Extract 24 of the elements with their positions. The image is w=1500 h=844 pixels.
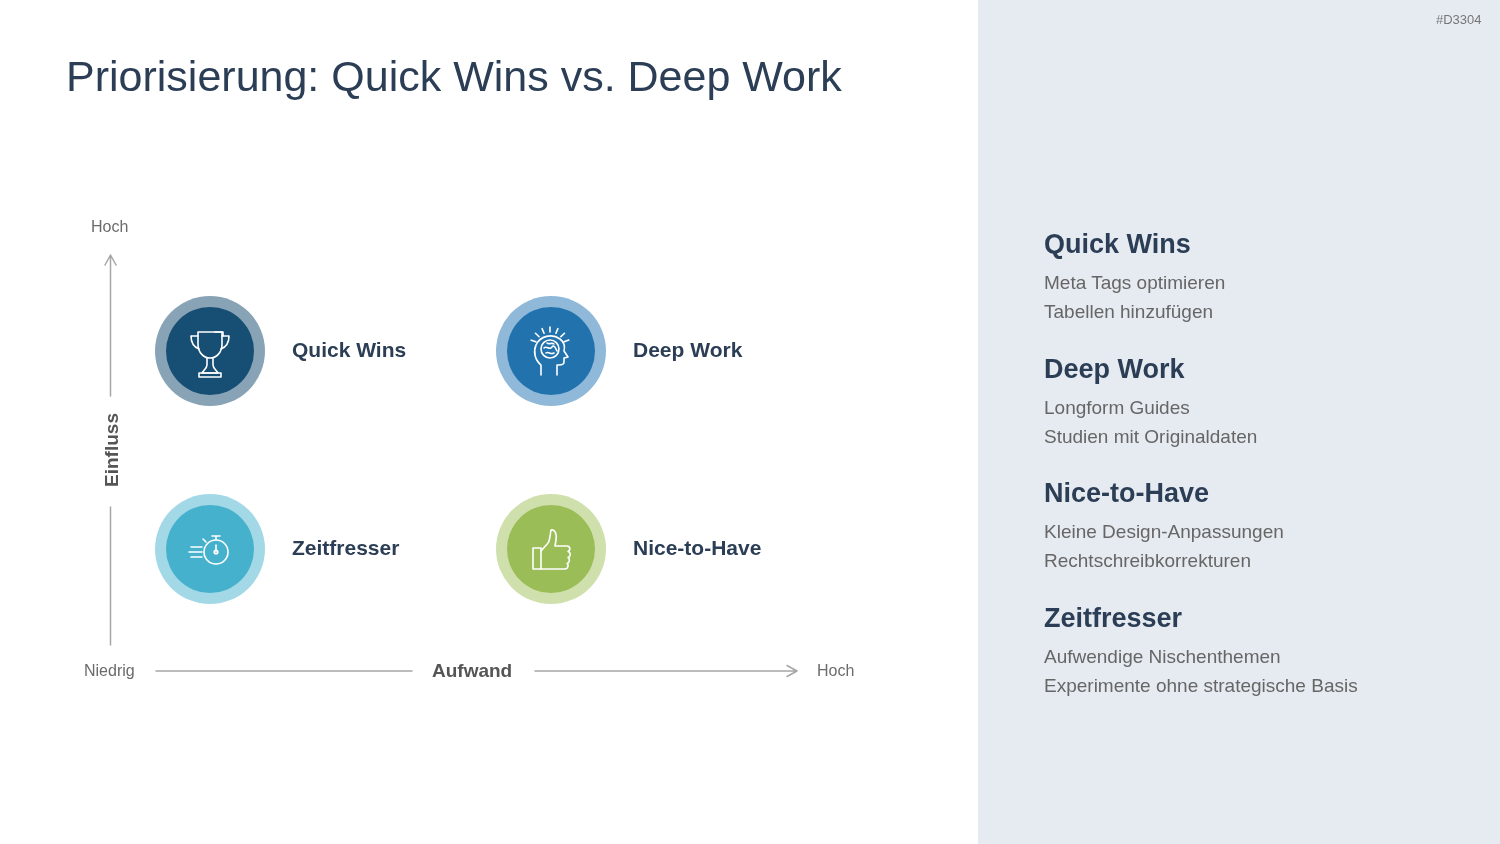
slide-title: Priorisierung: Quick Wins vs. Deep Work bbox=[66, 52, 842, 101]
side-panel bbox=[978, 0, 1500, 844]
section-heading: Nice-to-Have bbox=[1044, 478, 1210, 509]
section-heading: Quick Wins bbox=[1044, 229, 1191, 260]
section-heading: Deep Work bbox=[1044, 353, 1185, 385]
section-heading: Zeitfresser bbox=[1044, 602, 1183, 634]
axis-title: Aufwand bbox=[432, 660, 513, 682]
list-item-text: Rechtschreibkorrekturen bbox=[1044, 550, 1251, 572]
axis-label: Hoch bbox=[91, 218, 129, 236]
axis-label: Hoch bbox=[817, 662, 855, 680]
axis-title: Einfluss bbox=[101, 413, 123, 487]
list-item-text: Kleine Design-Anpassungen bbox=[1044, 521, 1284, 543]
list-item-text: Experimente ohne strategische Basis bbox=[1044, 674, 1358, 697]
quadrant-label: Quick Wins bbox=[292, 338, 407, 362]
list-item-text: Studien mit Originaldaten bbox=[1044, 425, 1258, 448]
quadrant-label: Deep Work bbox=[633, 338, 743, 362]
slide-code: #D3304 bbox=[1436, 12, 1482, 27]
list-item-text: Tabellen hinzufügen bbox=[1044, 301, 1214, 323]
list-item-text: Meta Tags optimieren bbox=[1044, 272, 1226, 294]
quadrant-label: Nice-to-Have bbox=[633, 536, 762, 560]
axis-label: Niedrig bbox=[84, 662, 135, 680]
quadrant-label: Zeitfresser bbox=[292, 536, 400, 560]
list-item-text: Longform Guides bbox=[1044, 396, 1190, 419]
list-item-text: Aufwendige Nischenthemen bbox=[1044, 645, 1281, 668]
